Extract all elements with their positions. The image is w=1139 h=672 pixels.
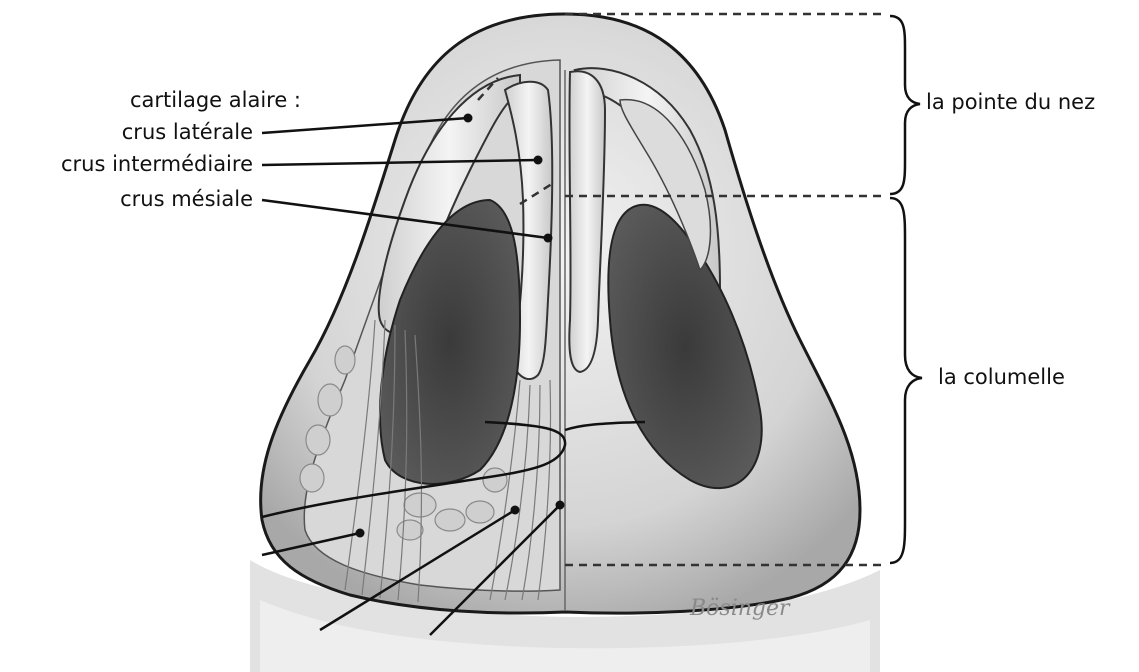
label-crus-mesiale: crus mésiale	[120, 187, 253, 211]
dot-lower-2	[356, 529, 365, 538]
brace-columelle	[890, 198, 922, 563]
brace-pointe	[890, 16, 920, 194]
dot-crus-laterale	[464, 114, 473, 123]
dot-crus-mesiale	[544, 234, 553, 243]
dot-lower-3	[511, 506, 520, 515]
label-crus-intermediaire: crus intermédiaire	[61, 152, 253, 176]
artist-signature: Bösinger	[689, 596, 791, 621]
label-columelle: la columelle	[938, 365, 1065, 389]
dot-crus-intermediaire	[534, 156, 543, 165]
label-pointe-du-nez: la pointe du nez	[926, 90, 1095, 114]
label-cartilage-alaire: cartilage alaire :	[130, 88, 301, 112]
dot-lower-4	[556, 501, 565, 510]
label-crus-laterale: crus latérale	[122, 120, 253, 144]
